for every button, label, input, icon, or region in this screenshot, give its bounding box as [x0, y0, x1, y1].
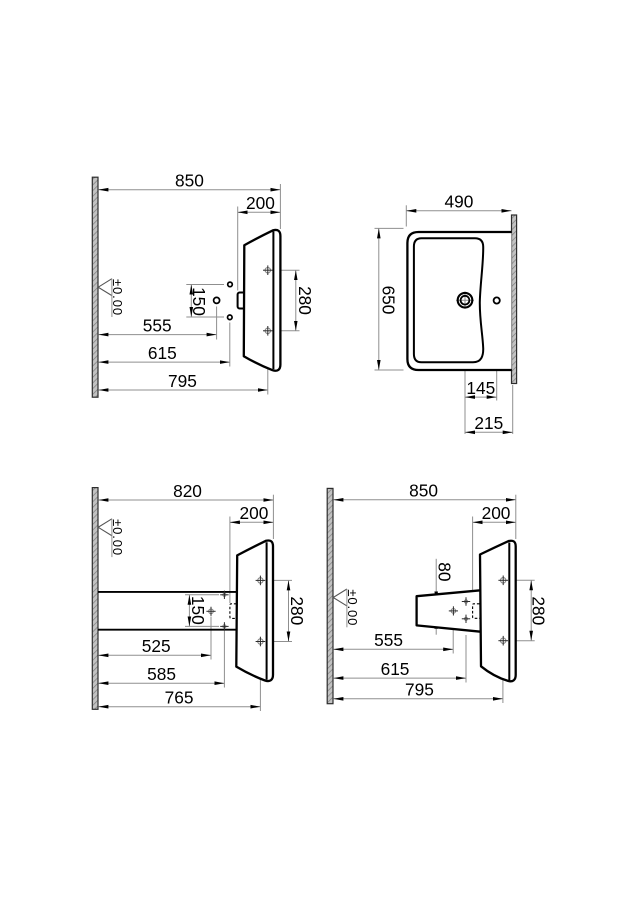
svg-text:150: 150 [188, 596, 208, 625]
svg-text:615: 615 [381, 659, 410, 679]
svg-text:525: 525 [142, 636, 171, 656]
svg-text:200: 200 [246, 193, 275, 213]
svg-text:765: 765 [165, 688, 194, 708]
svg-text:280: 280 [529, 596, 549, 625]
svg-text:150: 150 [189, 287, 209, 316]
svg-text:850: 850 [409, 481, 438, 501]
svg-text:585: 585 [147, 664, 176, 684]
svg-text:650: 650 [378, 286, 398, 315]
svg-text:555: 555 [143, 315, 172, 335]
svg-text:555: 555 [374, 630, 403, 650]
svg-text:490: 490 [444, 192, 473, 212]
svg-text:280: 280 [287, 596, 307, 625]
svg-text:145: 145 [466, 378, 495, 398]
svg-text:80: 80 [435, 562, 455, 581]
svg-text:200: 200 [482, 503, 511, 523]
svg-text:200: 200 [239, 503, 268, 523]
svg-text:215: 215 [474, 413, 503, 433]
svg-text:±0.00: ±0.00 [110, 279, 125, 316]
svg-text:615: 615 [148, 343, 177, 363]
svg-text:795: 795 [405, 680, 434, 700]
svg-text:795: 795 [168, 371, 197, 391]
svg-text:±0.00: ±0.00 [110, 519, 125, 556]
svg-text:820: 820 [173, 481, 202, 501]
svg-text:±0.00: ±0.00 [345, 589, 360, 626]
svg-text:280: 280 [295, 286, 315, 315]
svg-text:850: 850 [175, 171, 204, 191]
